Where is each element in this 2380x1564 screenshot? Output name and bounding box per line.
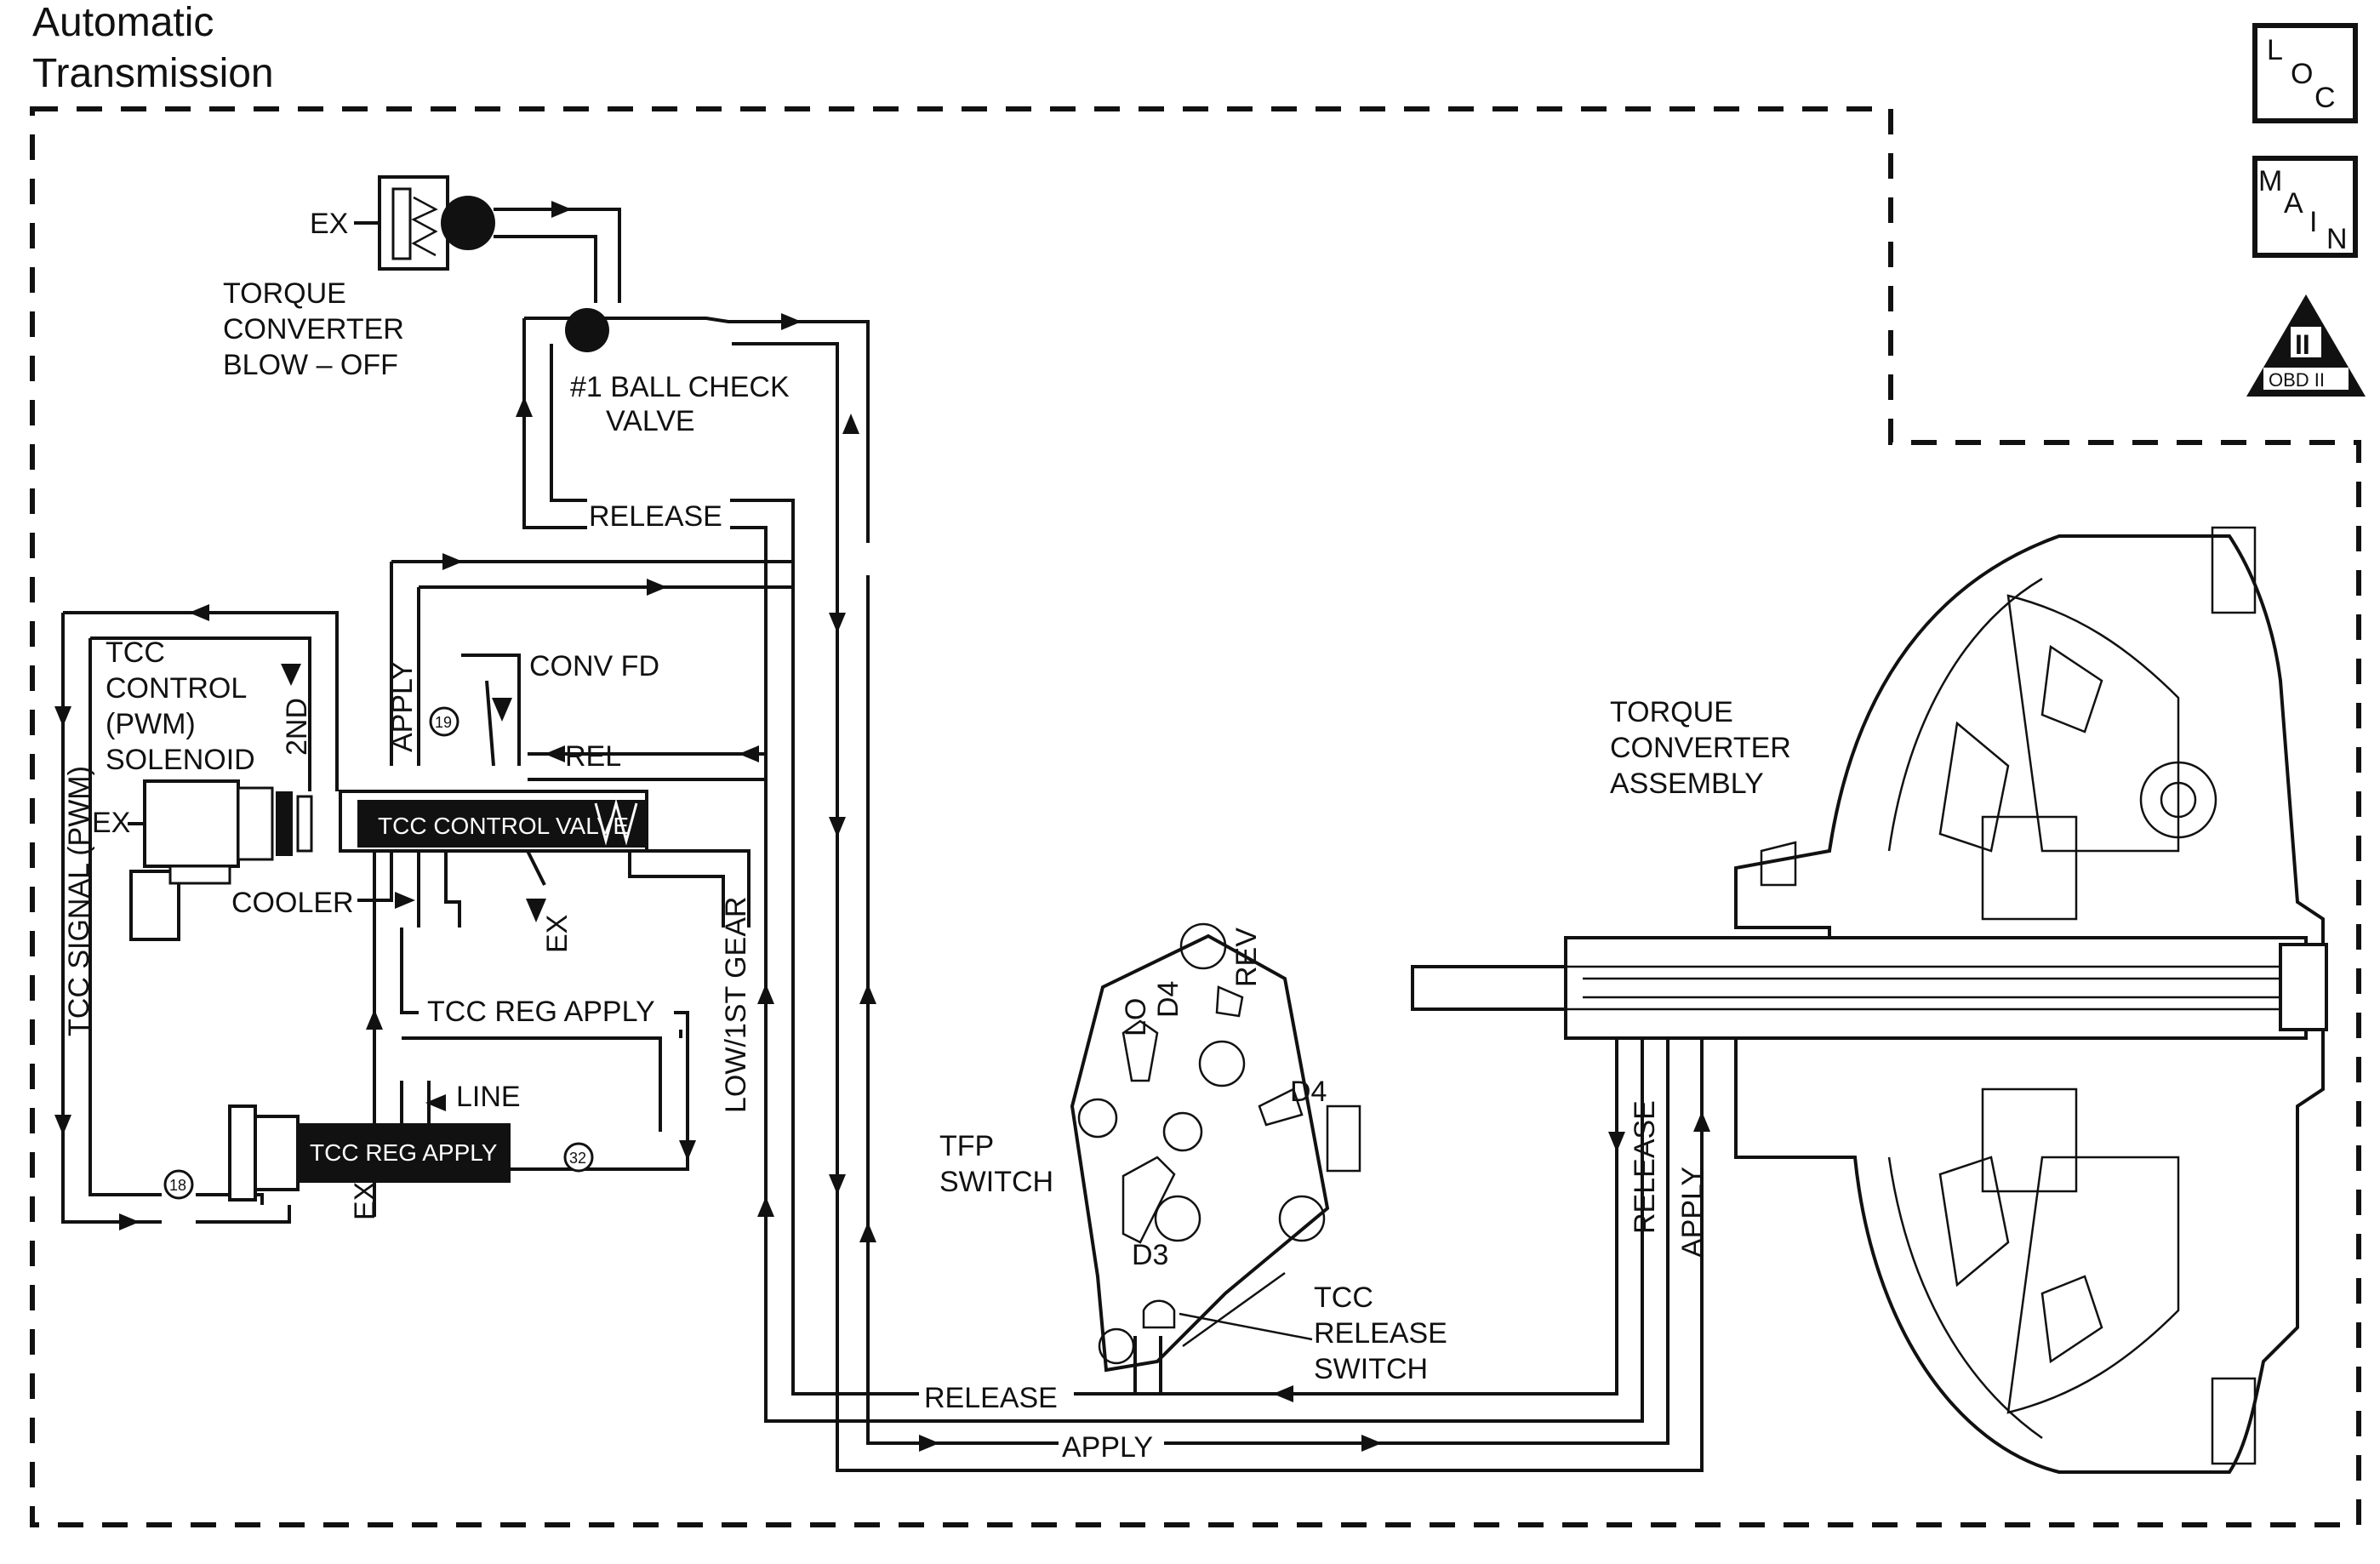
apply-label-valve: APPLY (386, 661, 419, 752)
rel-label: REL (565, 740, 621, 773)
loc-letter-1: L (2267, 34, 2283, 66)
cooler-label: COOLER (231, 887, 354, 919)
tfp-label-2: SWITCH (939, 1166, 1053, 1198)
d4-label-2: D4 (1290, 1076, 1327, 1108)
conv-fd-label: CONV FD (529, 650, 659, 682)
tcc-release-switch-label-2: RELEASE (1314, 1317, 1447, 1350)
ex-label-blowoff: EX (310, 208, 348, 240)
input-shaft (1411, 936, 2328, 1040)
d4-label-1: D4 (1152, 981, 1184, 1018)
tcc-pwm-solenoid (128, 779, 313, 941)
line-label: LINE (456, 1081, 521, 1113)
apply-label-converter: APPLY (1676, 1167, 1709, 1258)
solenoid-label-3: (PWM) (106, 708, 196, 740)
tcc-reg-apply-valve (228, 1105, 511, 1202)
second-gear-label: 2ND (281, 698, 313, 756)
torque-converter (1734, 526, 2325, 1474)
apply-label-bottom: APPLY (1062, 1431, 1153, 1464)
main-letter-4: N (2326, 223, 2348, 255)
orifice-32 (563, 1142, 594, 1173)
ball-check-label-2: VALVE (606, 405, 695, 437)
header-line2: Transmission (32, 51, 274, 96)
tcc-release-switch-label-3: SWITCH (1314, 1353, 1428, 1385)
ex-label-reg: EX (349, 1182, 381, 1220)
ball-check-label-1: #1 BALL CHECK (570, 371, 790, 403)
obd-badge[interactable]: II OBD II (2246, 294, 2366, 397)
release-label-top: RELEASE (589, 500, 722, 533)
main-letter-3: I (2309, 206, 2317, 238)
obd-numeral: II (2295, 329, 2310, 360)
ex-label-valve: EX (541, 915, 574, 953)
blowoff-ball (441, 196, 495, 250)
tfp-switch (1070, 922, 1361, 1396)
transmission-boundary (30, 106, 2361, 1527)
blowoff-label-2: CONVERTER (223, 313, 404, 345)
d3-label: D3 (1132, 1239, 1168, 1271)
low-1st-gear-label: LOW/1ST GEAR (720, 897, 752, 1113)
ball-check-ball (565, 308, 609, 352)
torque-converter-label-3: ASSEMBLY (1610, 768, 1764, 800)
blowoff-label-1: TORQUE (223, 277, 346, 310)
torque-converter-label-2: CONVERTER (1610, 732, 1791, 764)
tcc-release-switch-label-1: TCC (1314, 1281, 1373, 1314)
tcc-signal-label: TCC SIGNAL (PWM) (63, 766, 95, 1036)
rev-label: REV (1230, 928, 1263, 987)
tcc-control-valve-label: TCC CONTROL VALVE (378, 813, 629, 839)
tfp-label-1: TFP (939, 1130, 994, 1162)
orifice-18 (163, 1169, 194, 1200)
tcc-control-valve (339, 790, 648, 853)
orifice-19 (429, 706, 459, 737)
release-label-converter: RELEASE (1629, 1100, 1661, 1234)
main-letter-2: A (2284, 187, 2303, 220)
obd-label: OBD II (2269, 369, 2325, 391)
loc-badge[interactable]: L O C (2252, 23, 2358, 123)
release-label-bottom: RELEASE (924, 1382, 1058, 1414)
loc-letter-3: C (2314, 82, 2336, 114)
solenoid-label-4: SOLENOID (106, 744, 255, 776)
orifice-32-label: 32 (569, 1150, 586, 1167)
tcc-reg-apply-valve-label: TCC REG APPLY (310, 1139, 498, 1166)
orifice-18-label: 18 (169, 1177, 186, 1194)
blowoff-label-3: BLOW – OFF (223, 349, 398, 381)
orifice-19-label: 19 (435, 714, 452, 731)
main-letter-1: M (2258, 165, 2282, 197)
header-line1: Automatic (32, 0, 214, 45)
solenoid-label-1: TCC (106, 636, 165, 669)
solenoid-label-2: CONTROL (106, 672, 247, 705)
loc-letter-2: O (2291, 58, 2313, 90)
ex-label-solenoid: EX (92, 807, 130, 839)
tcc-reg-apply-label: TCC REG APPLY (427, 996, 655, 1028)
lo-label: LO (1120, 998, 1152, 1036)
blowoff-valve (354, 175, 495, 271)
torque-converter-label-1: TORQUE (1610, 696, 1733, 728)
main-badge[interactable]: M A I N (2252, 156, 2358, 258)
